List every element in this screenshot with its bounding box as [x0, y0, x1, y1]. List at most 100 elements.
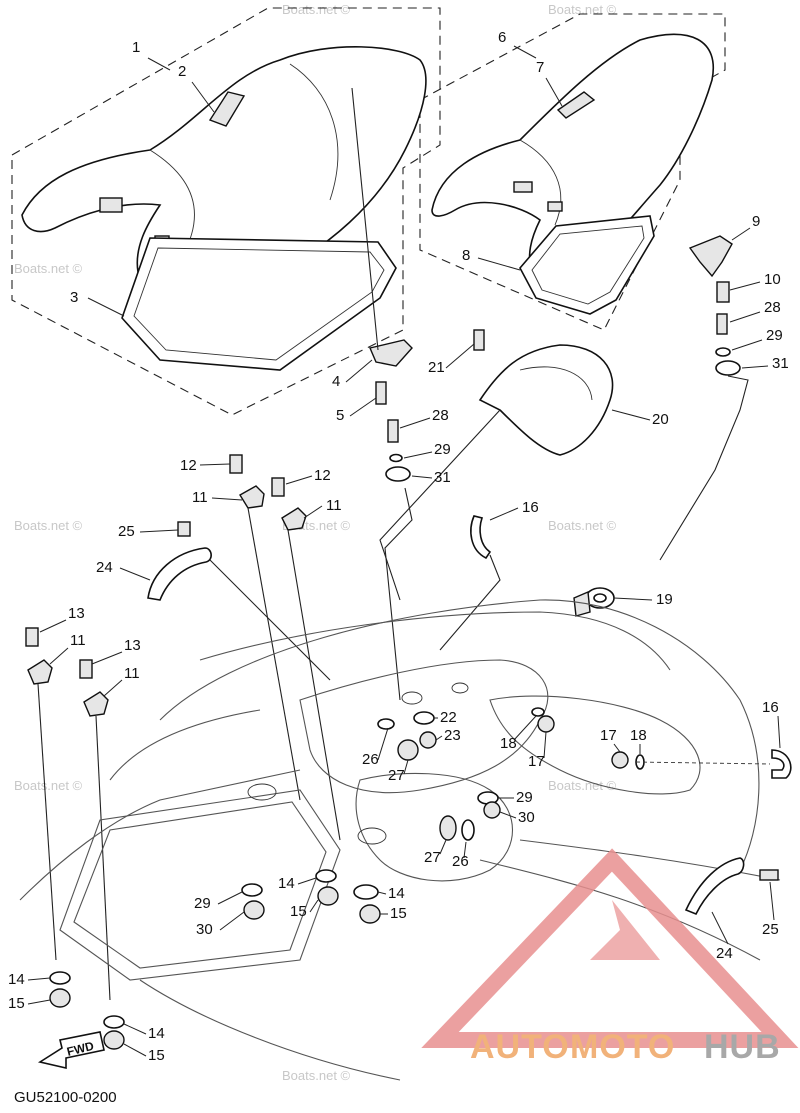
latch-bracket: [369, 339, 413, 367]
washer: [715, 347, 731, 357]
bolt: [759, 869, 779, 881]
callout-number: 24: [716, 945, 733, 962]
callout-leader: [513, 715, 537, 741]
callout-number: 17: [600, 727, 617, 744]
rear-seat-seam: [519, 139, 562, 226]
washer: [241, 883, 263, 897]
callout-number: 29: [516, 789, 533, 806]
callout-number: 14: [148, 1025, 165, 1042]
callout-number: 13: [68, 605, 85, 622]
callout-leader: [513, 45, 537, 59]
callout-number: 13: [124, 637, 141, 654]
rubber-washer: [385, 466, 411, 482]
curved-bracket: [147, 547, 212, 601]
callout-number: 23: [444, 727, 461, 744]
assembly-line: [287, 529, 341, 841]
callout-leader: [87, 297, 125, 317]
deck-hole: [357, 827, 387, 845]
callout-leader: [377, 727, 389, 761]
curved-bracket: [684, 857, 745, 916]
assembly-line: [635, 761, 771, 765]
assembly-line: [209, 559, 331, 681]
callout-number: 15: [8, 995, 25, 1012]
callout-number: 31: [434, 469, 451, 486]
nut: [103, 1030, 125, 1050]
callout-leader: [731, 227, 751, 241]
deck-outline: [109, 709, 261, 781]
rear-seat-frame-inner: [531, 225, 645, 305]
callout-number: 30: [518, 809, 535, 826]
bolt: [375, 381, 387, 405]
seat-front-box: [11, 7, 441, 416]
callout-leader: [91, 651, 123, 665]
rear-seat-body: [431, 33, 715, 282]
callout-leader: [297, 877, 317, 885]
deck-hole: [451, 682, 469, 694]
callout-leader: [445, 343, 475, 369]
clip-16: [439, 515, 501, 651]
callout-leader: [217, 891, 243, 905]
callout-number: 14: [278, 875, 295, 892]
callout-number: 9: [752, 213, 760, 230]
nut: [483, 801, 501, 819]
callout-leader: [543, 731, 547, 759]
callout-leader: [27, 999, 51, 1005]
deck-hole: [401, 691, 423, 705]
callout-number: 17: [528, 753, 545, 770]
callout-leader: [285, 475, 313, 485]
callout-number: 15: [290, 903, 307, 920]
washer: [377, 718, 395, 730]
forward-arrow-icon: [37, 1031, 105, 1070]
seat-grip-handle: [208, 91, 246, 127]
seat-rear-box: [419, 13, 726, 331]
callout-leader: [119, 567, 151, 581]
callout-leader: [399, 417, 431, 429]
callout-leader: [123, 1043, 147, 1057]
callout-leader: [611, 409, 651, 421]
clamps: [25, 454, 341, 1001]
watermark-text: Boats.net ©: [548, 2, 617, 17]
nut: [317, 886, 339, 906]
callout-number: 2: [178, 63, 186, 80]
seat-bumper: [513, 181, 533, 193]
callout-leader: [435, 735, 443, 741]
nut: [439, 815, 457, 841]
callout-number: 12: [314, 467, 331, 484]
callout-number: 8: [462, 247, 470, 264]
callout-number: 11: [70, 632, 86, 649]
rear-seat-frame: [519, 215, 655, 315]
stud: [716, 313, 728, 335]
nut: [243, 900, 265, 920]
callout-number: 29: [434, 441, 451, 458]
callout-number: 12: [180, 457, 197, 474]
right-hardware-stack: [659, 235, 749, 561]
assembly-line: [351, 87, 379, 351]
callout-number: 11: [124, 665, 140, 682]
callout-leader: [49, 647, 69, 665]
logo-text-moto: MOTO: [570, 1028, 675, 1066]
seat-well: [299, 659, 549, 794]
assembly-boxes: [11, 7, 726, 416]
callout-leader: [39, 619, 67, 633]
callout-number: 16: [522, 499, 539, 516]
callout-number: 25: [118, 523, 135, 540]
callout-leader: [729, 281, 761, 291]
callout-leader: [199, 463, 231, 466]
callout-number: 1: [132, 39, 140, 56]
bolt: [716, 281, 730, 303]
watermark-text: Boats.net ©: [14, 518, 83, 533]
grab-holder-seam: [519, 366, 593, 401]
washer: [461, 819, 475, 841]
callout-leader: [613, 597, 653, 601]
clamp: [239, 485, 265, 509]
grab-holder-body: [478, 344, 614, 456]
assembly-line: [384, 487, 413, 701]
watermark-text: Boats.net ©: [14, 261, 83, 276]
seat-grip-handle: [556, 91, 596, 119]
callout-leader: [489, 507, 519, 521]
clip: [470, 515, 492, 560]
callout-number: 24: [96, 559, 113, 576]
washer: [531, 707, 545, 717]
